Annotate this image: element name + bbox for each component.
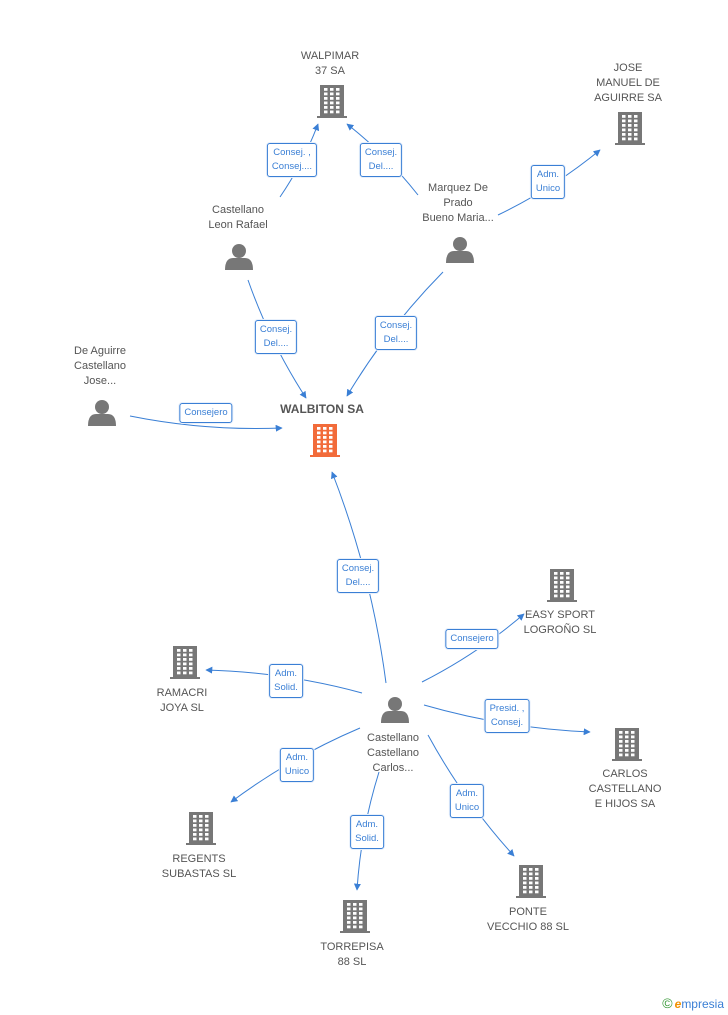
- person-icon-marquez[interactable]: [446, 237, 474, 263]
- person-icon-de_aguirre[interactable]: [88, 400, 116, 426]
- person-icon-castellano_carlos[interactable]: [381, 697, 409, 723]
- edge-label-castellano_carlos-to-easy_sport[interactable]: Consejero: [445, 629, 499, 649]
- edge-label-marquez-to-walbiton[interactable]: Consej. Del....: [374, 316, 418, 350]
- edge-label-castellano_leon-to-walpimar[interactable]: Consej. , Consej....: [266, 143, 318, 177]
- building-icon-walpimar[interactable]: [317, 85, 347, 118]
- building-icon-walbiton[interactable]: [310, 424, 340, 457]
- building-icon-easy_sport[interactable]: [547, 569, 577, 602]
- building-icon-ponte[interactable]: [516, 865, 546, 898]
- node-label-regents[interactable]: REGENTS SUBASTAS SL: [161, 853, 237, 880]
- edge-label-castellano_carlos-to-torrepisa[interactable]: Adm. Solid.: [350, 815, 384, 849]
- edge-castellano_carlos-to-easy_sport: [421, 613, 525, 683]
- node-label-easy_sport[interactable]: EASY SPORT LOGROÑO SL: [523, 609, 597, 636]
- node-label-carlos_castellano[interactable]: CARLOS CASTELLANO E HIJOS SA: [588, 768, 662, 810]
- empresia-watermark[interactable]: ©empresia: [662, 995, 724, 1011]
- edge-label-castellano_carlos-to-carlos_castellano[interactable]: Presid. , Consej.: [484, 699, 530, 733]
- building-icon-ramacri[interactable]: [170, 646, 200, 679]
- person-icon-castellano_leon[interactable]: [225, 244, 253, 270]
- edge-de_aguirre-to-walbiton: [129, 415, 283, 432]
- edge-label-castellano_leon-to-walbiton[interactable]: Consej. Del....: [254, 320, 298, 354]
- node-label-walbiton[interactable]: WALBITON SA: [280, 402, 364, 416]
- edge-label-castellano_carlos-to-walbiton[interactable]: Consej. Del....: [336, 559, 380, 593]
- edge-label-de_aguirre-to-walbiton[interactable]: Consejero: [179, 403, 233, 423]
- edge-label-marquez-to-jose_manuel[interactable]: Adm. Unico: [530, 165, 566, 199]
- node-label-jose_manuel[interactable]: JOSE MANUEL DE AGUIRRE SA: [594, 62, 662, 104]
- node-label-castellano_leon[interactable]: Castellano Leon Rafael: [208, 204, 268, 231]
- edge-label-castellano_carlos-to-ramacri[interactable]: Adm. Solid.: [269, 664, 303, 698]
- node-label-marquez[interactable]: Marquez De Prado Bueno Maria...: [422, 182, 494, 224]
- node-label-de_aguirre[interactable]: De Aguirre Castellano Jose...: [74, 345, 126, 387]
- building-icon-carlos_castellano[interactable]: [612, 728, 642, 761]
- brand-initial: e: [674, 997, 682, 1011]
- edge-label-castellano_carlos-to-regents[interactable]: Adm. Unico: [279, 748, 315, 782]
- building-icon-jose_manuel[interactable]: [615, 112, 645, 145]
- node-label-ramacri[interactable]: RAMACRI JOYA SL: [156, 687, 208, 714]
- edge-label-castellano_carlos-to-ponte[interactable]: Adm. Unico: [449, 784, 485, 818]
- node-label-castellano_carlos[interactable]: Castellano Castellano Carlos...: [367, 732, 419, 774]
- copyright-icon: ©: [662, 995, 673, 1011]
- building-icon-regents[interactable]: [186, 812, 216, 845]
- edge-label-marquez-to-walpimar[interactable]: Consej. Del....: [359, 143, 403, 177]
- node-label-walpimar[interactable]: WALPIMAR 37 SA: [300, 50, 360, 77]
- node-label-torrepisa[interactable]: TORREPISA 88 SL: [320, 941, 384, 968]
- building-icon-torrepisa[interactable]: [340, 900, 370, 933]
- brand-name: mpresia: [681, 997, 724, 1011]
- node-label-ponte[interactable]: PONTE VECCHIO 88 SL: [487, 906, 569, 933]
